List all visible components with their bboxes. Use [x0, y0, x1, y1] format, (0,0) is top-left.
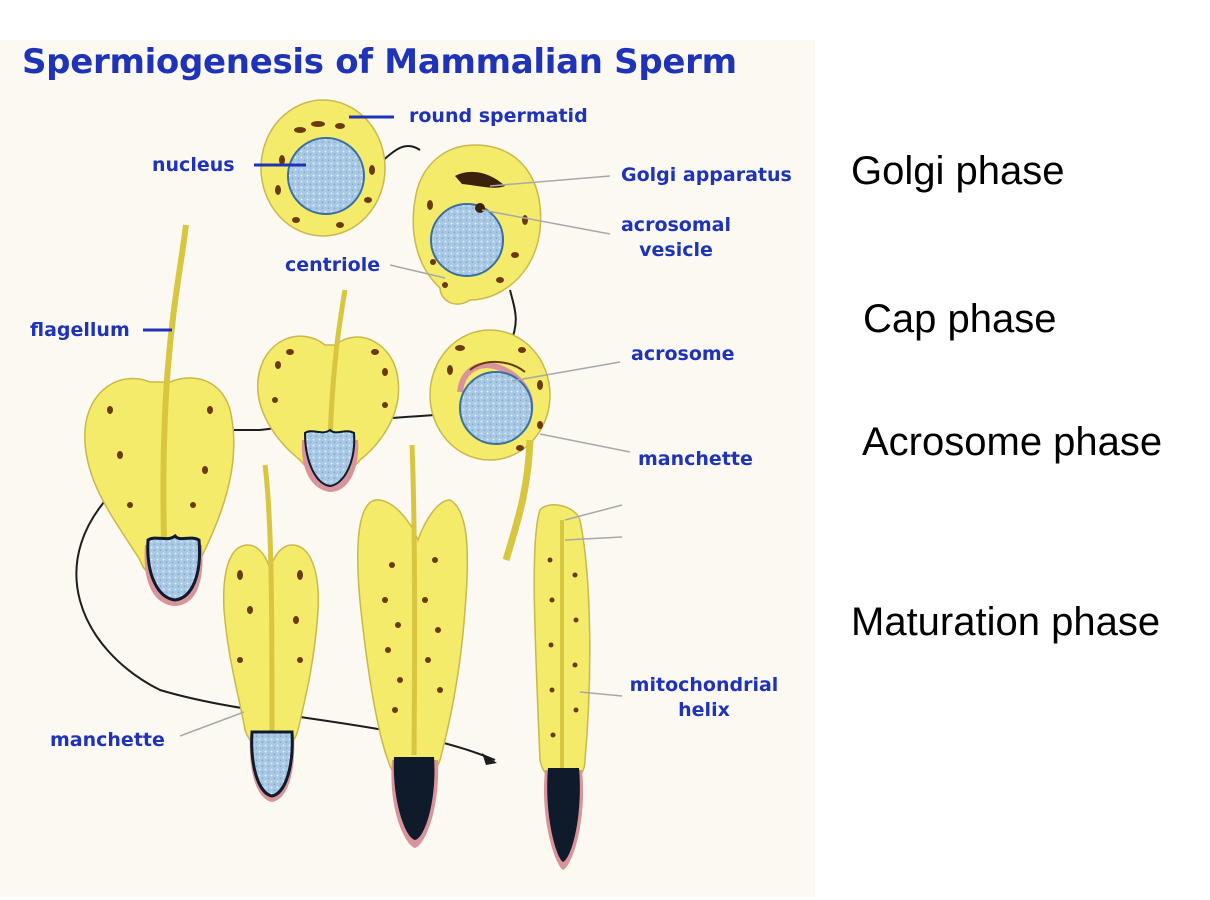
label-acrosome: acrosome [631, 343, 735, 365]
phase-cap: Cap phase [863, 297, 1057, 341]
label-manchette-lower: manchette [50, 729, 165, 751]
label-centriole: centriole [285, 254, 381, 276]
elongated-spermatid-cell [357, 444, 469, 848]
spermiogenesis-diagram [75, 99, 631, 870]
phase-acrosome: Acrosome phase [862, 420, 1163, 464]
sequence-arrowhead [482, 753, 497, 765]
centriole-stage-cell [257, 289, 400, 492]
label-round-spermatid: round spermatid [409, 105, 588, 127]
manchette-stage-cell [222, 464, 319, 802]
round-spermatid-cell [260, 99, 386, 237]
pointer-lines [143, 115, 631, 737]
label-flagellum: flagellum [30, 319, 130, 341]
label-mitochondrial-helix: mitochondrial helix [620, 673, 788, 723]
acrosome-cell [429, 329, 551, 562]
sequence-path [75, 144, 517, 761]
diagram-panel: Spermiogenesis of Mammalian Sperm round … [0, 40, 815, 897]
label-mitochondrial-helix-line1: mitochondrial [629, 674, 779, 696]
label-golgi-apparatus: Golgi apparatus [621, 164, 792, 186]
flagellum-stage-cell [84, 224, 235, 606]
diagram-title: Spermiogenesis of Mammalian Sperm [22, 42, 737, 82]
label-nucleus: nucleus [152, 154, 235, 176]
label-acrosomal-vesicle-line1: acrosomal [620, 214, 731, 236]
mature-spermatid-cell [533, 504, 591, 870]
golgi-phase-cell [412, 144, 542, 305]
label-acrosomal-vesicle-line2: vesicle [639, 239, 713, 261]
phase-golgi: Golgi phase [851, 149, 1065, 193]
phase-maturation: Maturation phase [851, 600, 1161, 644]
label-acrosomal-vesicle: acrosomal vesicle [612, 213, 740, 263]
label-manchette-upper: manchette [638, 448, 753, 470]
label-mitochondrial-helix-line2: helix [678, 699, 730, 721]
